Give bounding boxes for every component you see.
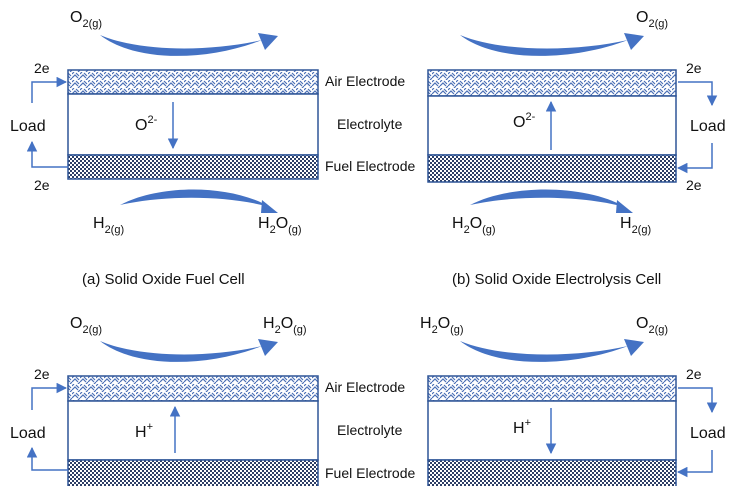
- load-label: Load: [10, 118, 46, 135]
- electrolyte-label: Electrolyte: [337, 422, 403, 438]
- electrolyte-layer: [427, 95, 677, 156]
- air-electrode-label: Air Electrode: [325, 73, 405, 89]
- gas-flow-arrow-head: [258, 33, 278, 50]
- load-label: Load: [10, 425, 46, 442]
- gas-flow-arrow-bottom-head: [261, 200, 278, 213]
- proton-label: H+: [135, 421, 153, 441]
- gas-flow-arrow-head: [624, 339, 644, 356]
- panel-c: O2(g) H2O(g) H+ 2e Load: [10, 315, 319, 486]
- gas-flow-arrow-bottom-head: [616, 200, 633, 213]
- o2-label: O2(g): [70, 9, 102, 30]
- load-label: Load: [690, 118, 726, 135]
- circuit-wire-bottom: [26, 140, 68, 168]
- electrolyte-layer: [67, 400, 319, 461]
- gas-flow-arrow-bottom: [470, 189, 625, 207]
- gas-flow-arrow-top: [460, 341, 628, 362]
- fuel-electrode-layer: [427, 459, 677, 486]
- circuit-wire-bottom: [676, 143, 713, 174]
- circuit-wire-bottom: [676, 450, 713, 478]
- fuel-electrode-layer: [427, 154, 677, 183]
- gas-flow-arrow-head: [258, 339, 278, 356]
- air-electrode-label: Air Electrode: [325, 379, 405, 395]
- circuit-wire-top: [678, 387, 718, 414]
- o2-label: O2(g): [70, 315, 102, 336]
- fuel-electrode-layer: [67, 459, 319, 486]
- gas-flow-arrow-head: [624, 33, 644, 50]
- circuit-wire-top: [31, 76, 68, 103]
- fuel-electrode-label: Fuel Electrode: [325, 465, 415, 481]
- o2-label: O2(g): [636, 315, 668, 336]
- h2-label: H2(g): [93, 215, 124, 236]
- electron-label-bottom: 2e: [34, 177, 50, 193]
- electron-label-bottom: 2e: [686, 177, 702, 193]
- fuel-electrode-label: Fuel Electrode: [325, 158, 415, 174]
- load-label: Load: [690, 425, 726, 442]
- air-electrode-layer: [427, 375, 677, 402]
- h2o-label: H2O(g): [263, 315, 307, 336]
- panel-a: O2(g) O2- 2e Load 2e H2(g) H2O(g) (a) So…: [10, 9, 319, 288]
- panel-d: H2O(g) O2(g) H+ 2e Load: [420, 315, 726, 486]
- gas-flow-arrow-top: [100, 341, 262, 362]
- gas-flow-arrow-top: [100, 35, 262, 56]
- air-electrode-layer: [427, 69, 677, 97]
- circuit-wire-top: [31, 382, 68, 410]
- oxide-ion-label: O2-: [135, 114, 158, 134]
- h2-label: H2(g): [620, 215, 651, 236]
- electrolyte-label: Electrolyte: [337, 116, 403, 132]
- circuit-wire-bottom: [26, 446, 68, 471]
- caption-b: (b) Solid Oxide Electrolysis Cell: [452, 271, 661, 288]
- electrolyte-layer: [427, 400, 677, 461]
- air-electrode-layer: [67, 69, 319, 95]
- caption-a: (a) Solid Oxide Fuel Cell: [82, 271, 245, 288]
- h2o-label: H2O(g): [420, 315, 464, 336]
- gas-flow-arrow-top: [460, 35, 628, 56]
- o2-label: O2(g): [636, 9, 668, 30]
- h2o-label: H2O(g): [258, 215, 302, 236]
- electron-label-top: 2e: [34, 60, 50, 76]
- fuel-electrode-layer: [67, 154, 319, 180]
- oxide-ion-label: O2-: [513, 111, 536, 131]
- circuit-wire-top: [678, 81, 718, 107]
- electron-label-top: 2e: [34, 366, 50, 382]
- gas-flow-arrow-bottom: [120, 189, 270, 207]
- electron-label-top: 2e: [686, 366, 702, 382]
- electron-label-top: 2e: [686, 60, 702, 76]
- panel-b: O2(g) O2- 2e Load 2e H2O(g) H2(g) (b) So…: [427, 9, 726, 288]
- electrolyte-layer: [67, 93, 319, 156]
- proton-label: H+: [513, 417, 531, 437]
- air-electrode-layer: [67, 375, 319, 402]
- h2o-label: H2O(g): [452, 215, 496, 236]
